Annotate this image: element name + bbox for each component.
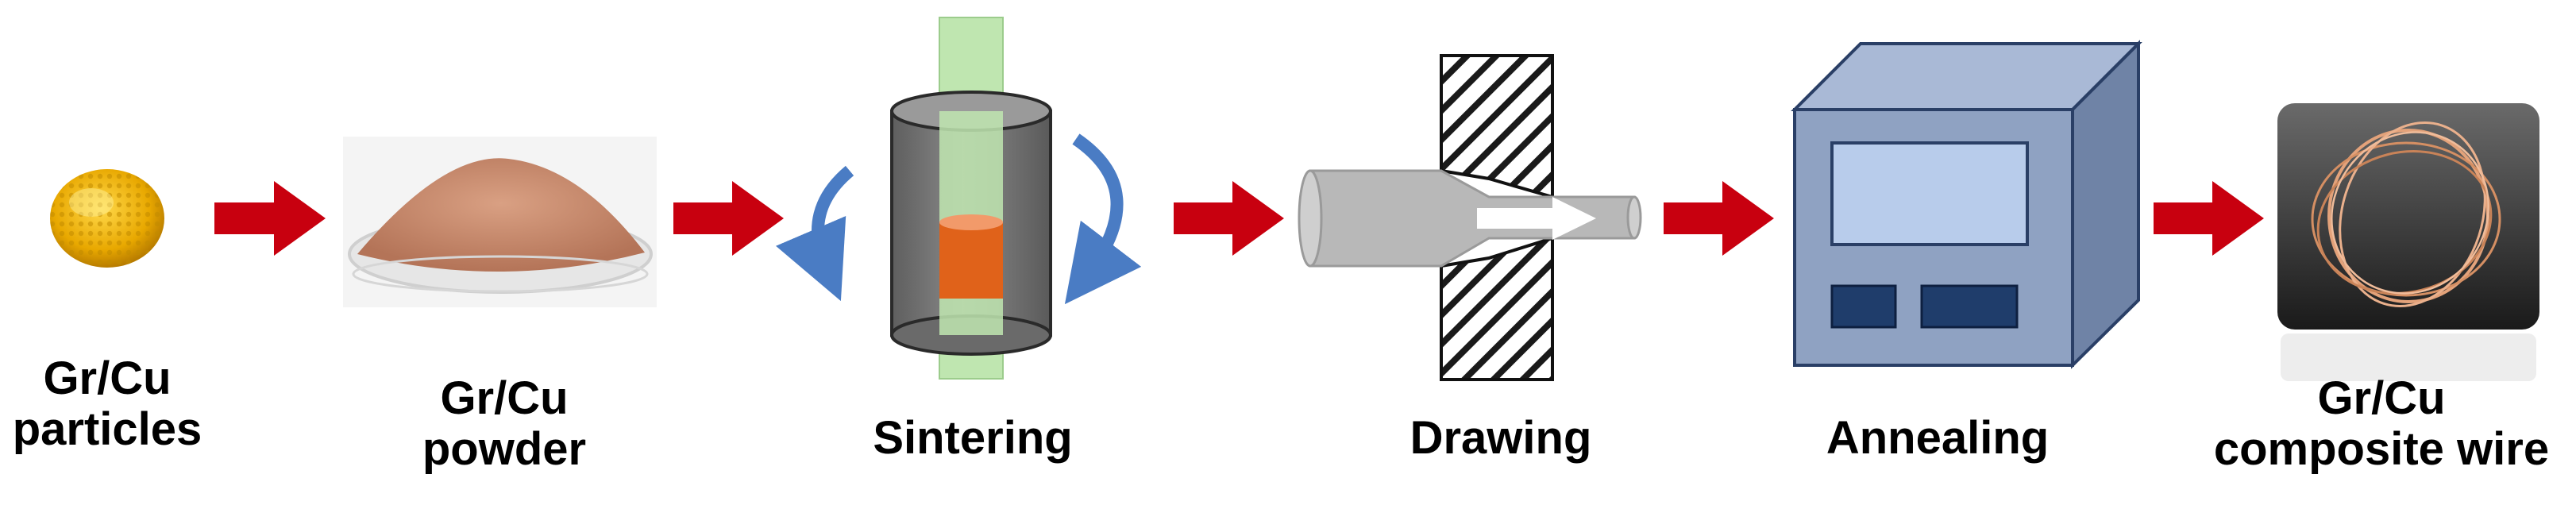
annealing-furnace-icon — [1791, 40, 2142, 369]
furnace-control-2 — [1920, 284, 2019, 329]
powder-dish-icon — [343, 137, 657, 307]
label-particles-line-2: particles — [12, 403, 202, 455]
label-composite-wire-line-2: composite wire — [2213, 423, 2550, 475]
wire-coil-photo-icon — [2277, 103, 2539, 381]
label-powder-line-1: Gr/Cu — [440, 372, 569, 424]
label-drawing-line-1: Drawing — [1409, 412, 1592, 464]
drawing-direction-arrow — [1477, 197, 1596, 240]
label-drawing: Drawing — [1382, 413, 1620, 464]
label-annealing: Annealing — [1803, 413, 2073, 464]
label-powder-line-2: powder — [422, 423, 587, 475]
flow-arrow-4 — [1664, 181, 1774, 256]
label-sintering-line-1: Sintering — [873, 412, 1073, 464]
furnace-control-1 — [1830, 284, 1897, 329]
flow-arrow-1 — [214, 181, 326, 256]
label-composite-wire-line-1: Gr/Cu — [2317, 372, 2446, 424]
label-particles-line-1: Gr/Cu — [43, 353, 172, 404]
flow-arrow-3 — [1174, 181, 1284, 256]
rotation-arrow-right — [1064, 133, 1142, 305]
sintering-mold-icon — [775, 17, 1142, 380]
rotation-arrow-left — [775, 165, 854, 302]
wire-drawing-die-icon — [1298, 54, 1642, 381]
flow-arrow-2 — [673, 181, 784, 256]
label-annealing-line-1: Annealing — [1826, 412, 2050, 464]
label-sintering: Sintering — [842, 413, 1104, 464]
label-composite-wire: Gr/Cu composite wire — [2195, 373, 2568, 475]
furnace-window — [1830, 141, 2029, 246]
label-powder: Gr/Cu powder — [397, 373, 611, 475]
flow-arrow-5 — [2154, 181, 2264, 256]
graphene-copper-particle-icon — [50, 169, 164, 268]
label-particles: Gr/Cu particles — [0, 353, 214, 455]
